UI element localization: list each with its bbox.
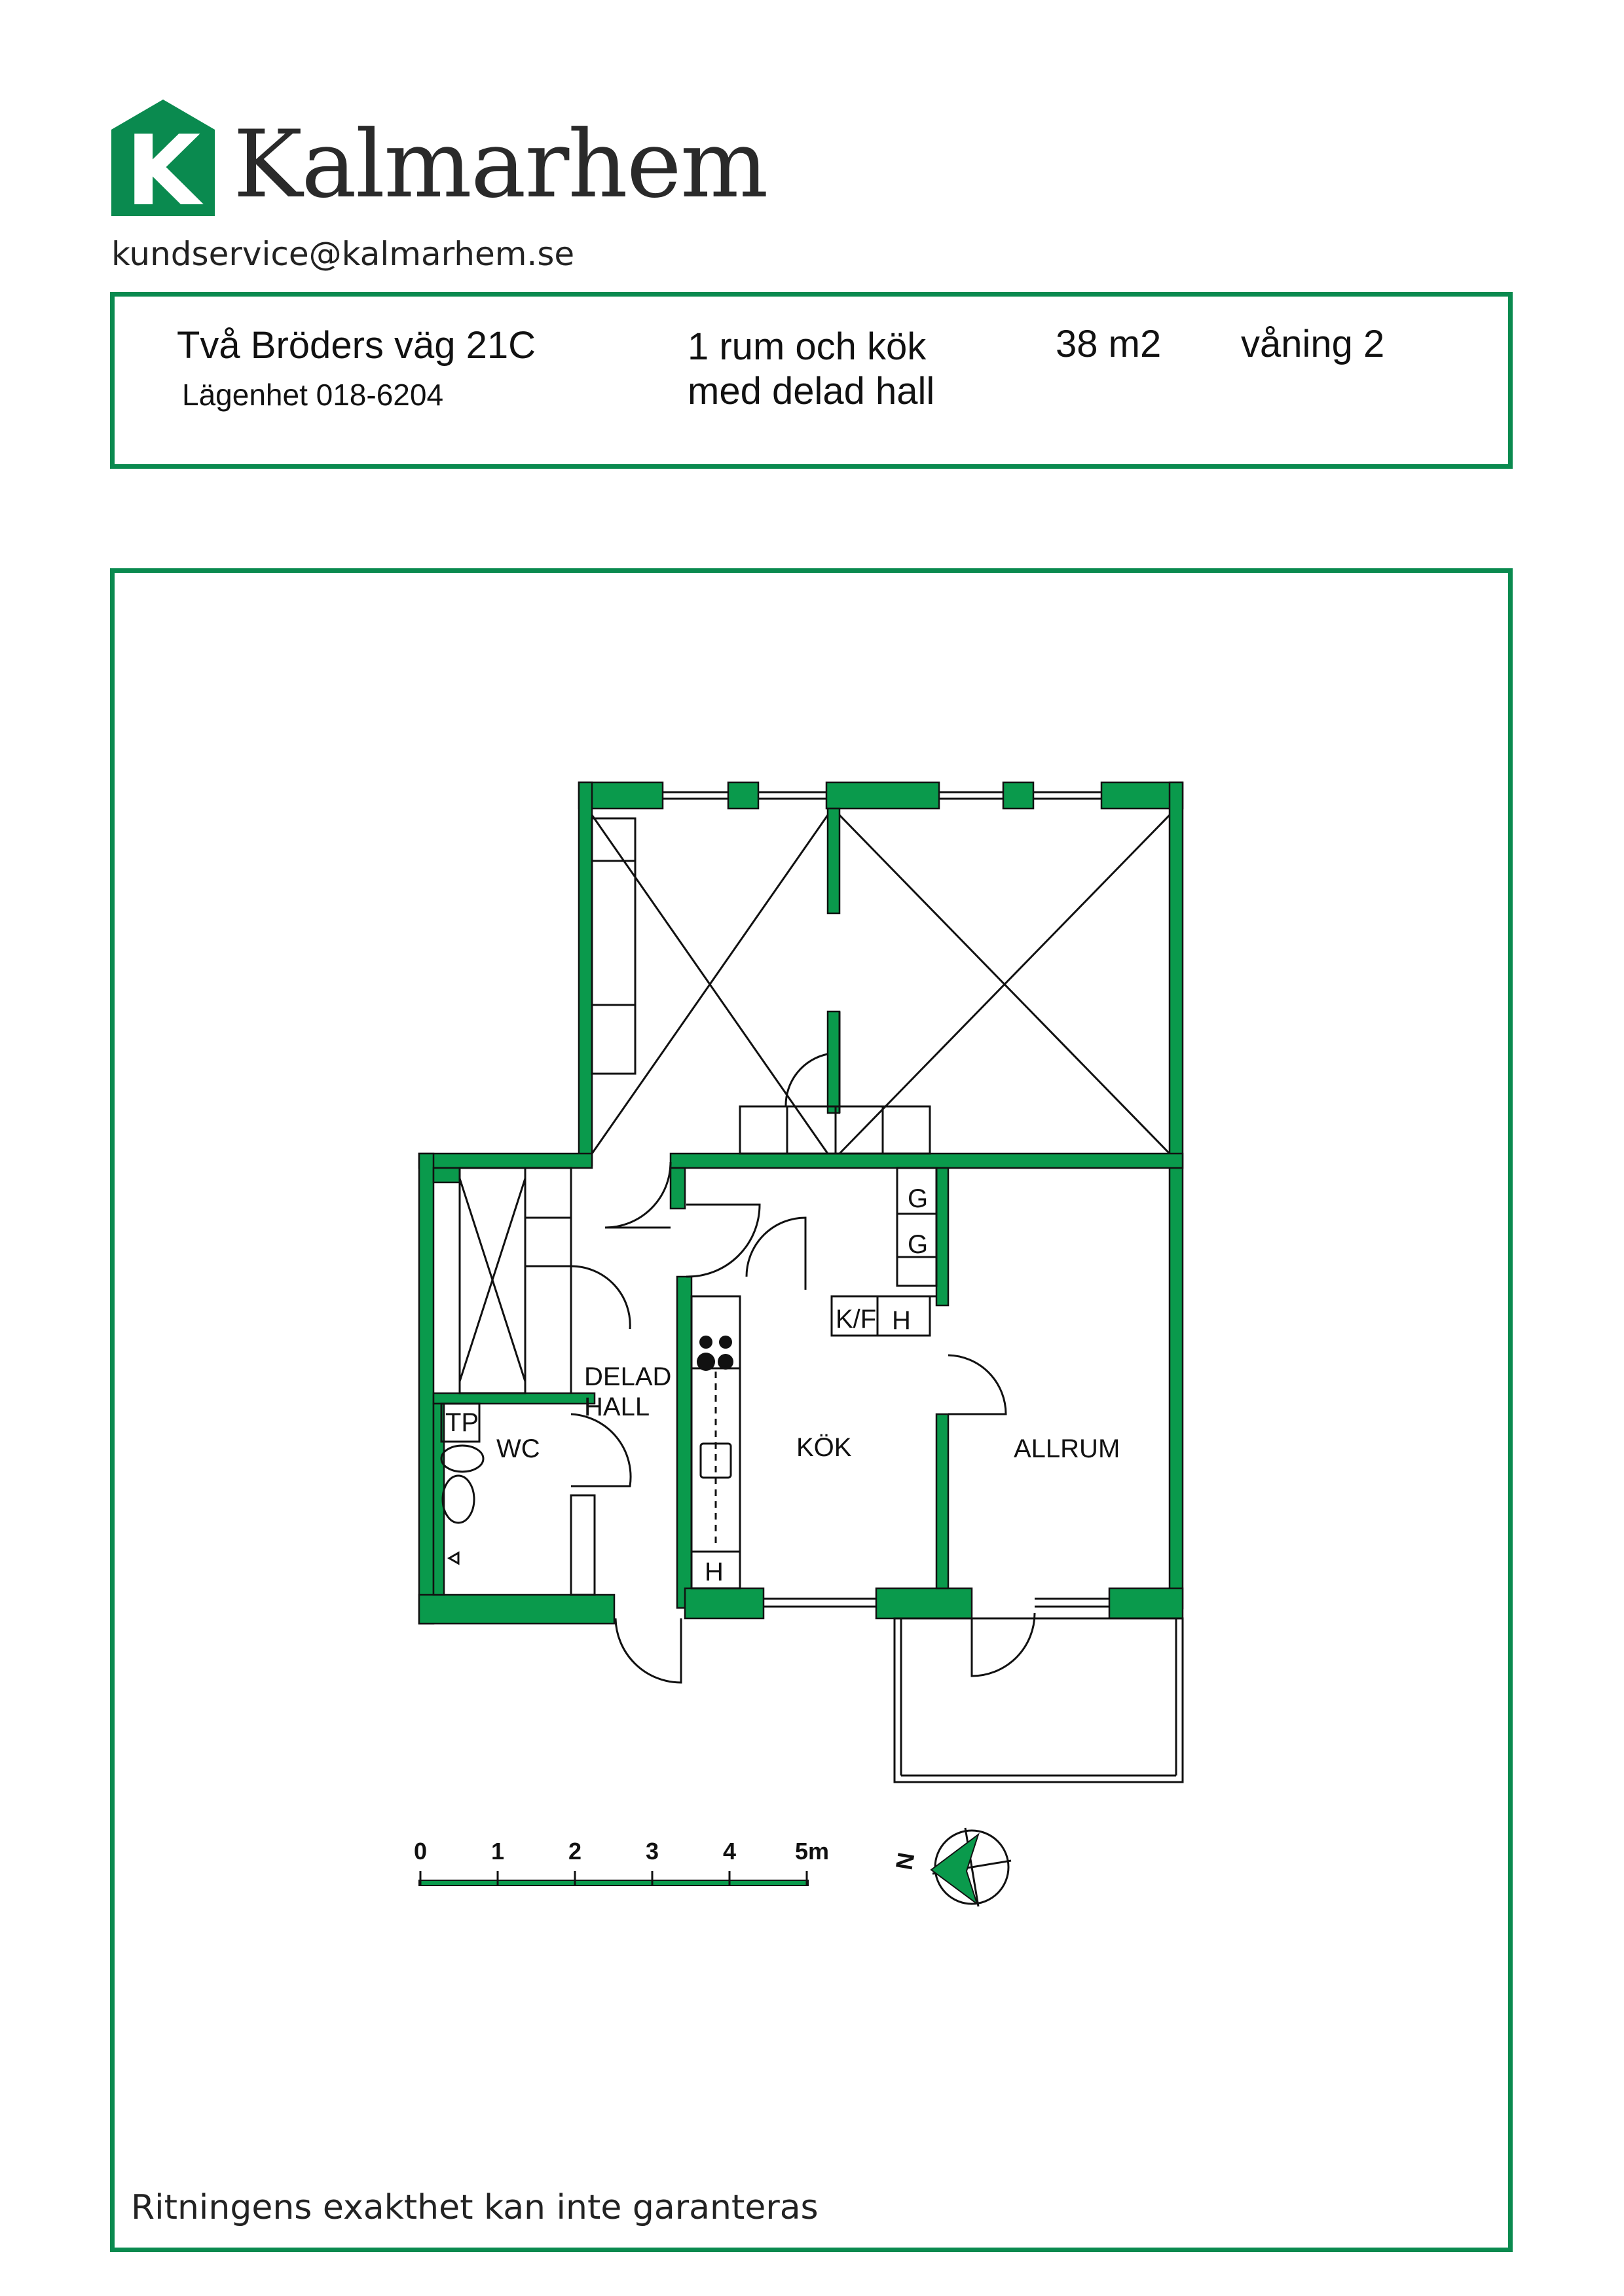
logo-letter: K bbox=[126, 115, 204, 217]
north-label: N bbox=[891, 1851, 920, 1872]
unit-number: Lägenhet 018-6204 bbox=[182, 378, 444, 412]
fixture-h2: H bbox=[705, 1558, 724, 1586]
room-label-delad: DELAD bbox=[584, 1362, 671, 1391]
scale-tick-label: 4 bbox=[723, 1838, 736, 1865]
house-logo-icon: K bbox=[111, 100, 215, 217]
brand-name: Kalmarhem bbox=[233, 111, 768, 219]
floorplan-box bbox=[110, 568, 1513, 2252]
room-label-allrum: ALLRUM bbox=[1014, 1434, 1120, 1463]
apartment-type-line2: med delad hall bbox=[688, 370, 935, 412]
fixture-g2: G bbox=[908, 1230, 928, 1259]
fixture-kf: K/F bbox=[836, 1305, 876, 1334]
apartment-info-box: Två Bröders väg 21C Lägenhet 018-6204 1 … bbox=[110, 292, 1513, 469]
disclaimer: Ritningens exakthet kan inte garanteras bbox=[131, 2188, 819, 2227]
kalmarhem-logo: K bbox=[111, 100, 701, 217]
apartment-floor: våning 2 bbox=[1241, 323, 1385, 365]
scale-bar: 0 1 2 3 4 5m bbox=[414, 1838, 829, 1886]
fixture-tp: TP bbox=[445, 1408, 479, 1437]
apartment-type-line1: 1 rum och kök bbox=[688, 325, 927, 368]
fixture-h1: H bbox=[892, 1306, 911, 1335]
room-label-kitchen: KÖK bbox=[796, 1433, 852, 1462]
room-label-wc: WC bbox=[496, 1434, 540, 1463]
contact-email[interactable]: kundservice@kalmarhem.se bbox=[111, 235, 575, 273]
north-arrow-icon: N bbox=[891, 1827, 1012, 1907]
scale-tick-label: 5m bbox=[795, 1838, 829, 1865]
scale-tick-label: 1 bbox=[491, 1838, 504, 1865]
scale-tick-label: 2 bbox=[568, 1838, 581, 1865]
scale-tick-label: 3 bbox=[646, 1838, 659, 1865]
scale-tick-label: 0 bbox=[414, 1838, 427, 1865]
apartment-area: 38 m2 bbox=[1056, 323, 1162, 365]
address: Två Bröders väg 21C bbox=[177, 324, 536, 367]
room-label-hall: HALL bbox=[584, 1393, 650, 1421]
fixture-g1: G bbox=[908, 1184, 928, 1213]
